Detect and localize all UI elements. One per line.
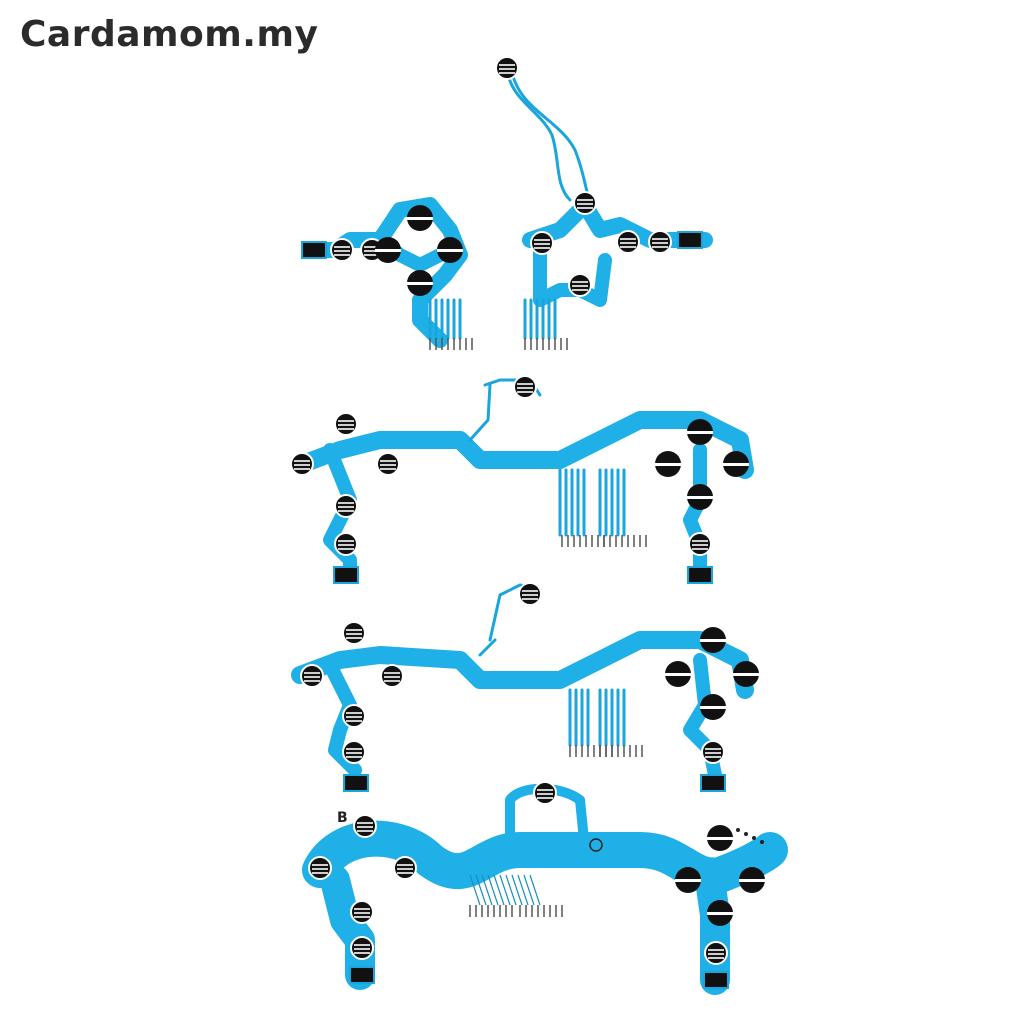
watermark: Cardamom.my: [20, 14, 319, 55]
dot-markers: [736, 828, 764, 844]
ribbon-4: B: [302, 781, 788, 995]
ribbon-1: [301, 56, 713, 351]
ribbon-3: [291, 582, 759, 792]
ribbon-letter-mark: B: [337, 810, 348, 826]
ribbon-2: [290, 375, 754, 584]
